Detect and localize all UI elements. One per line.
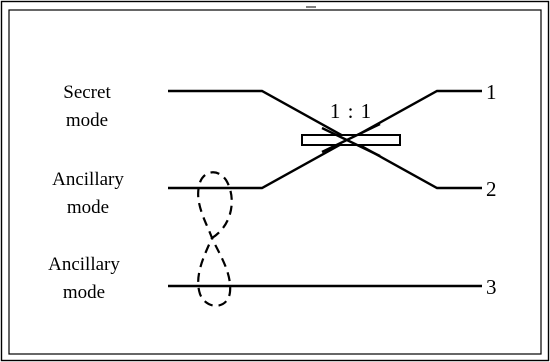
port-label-3: 3 xyxy=(486,275,497,299)
beam-crossing-overlay xyxy=(321,122,381,158)
mode-label-ancillary-1-line2: mode xyxy=(67,197,109,218)
port-label-1: 1 xyxy=(486,80,497,104)
mode-label-secret-line1: Secret xyxy=(63,82,111,103)
mode-label-ancillary-2-line1: Ancillary xyxy=(48,254,120,275)
port-label-2: 2 xyxy=(486,177,497,201)
entanglement-figure-eight xyxy=(197,171,233,307)
mode-label-ancillary-2-line2: mode xyxy=(63,282,105,303)
inner-border xyxy=(8,9,542,355)
splitter-ratio-label: 1 : 1 xyxy=(330,99,372,123)
mode-label-ancillary-1-line1: Ancillary xyxy=(52,169,124,190)
mode-label-secret-line2: mode xyxy=(66,110,108,131)
beam-splitter xyxy=(301,134,401,146)
